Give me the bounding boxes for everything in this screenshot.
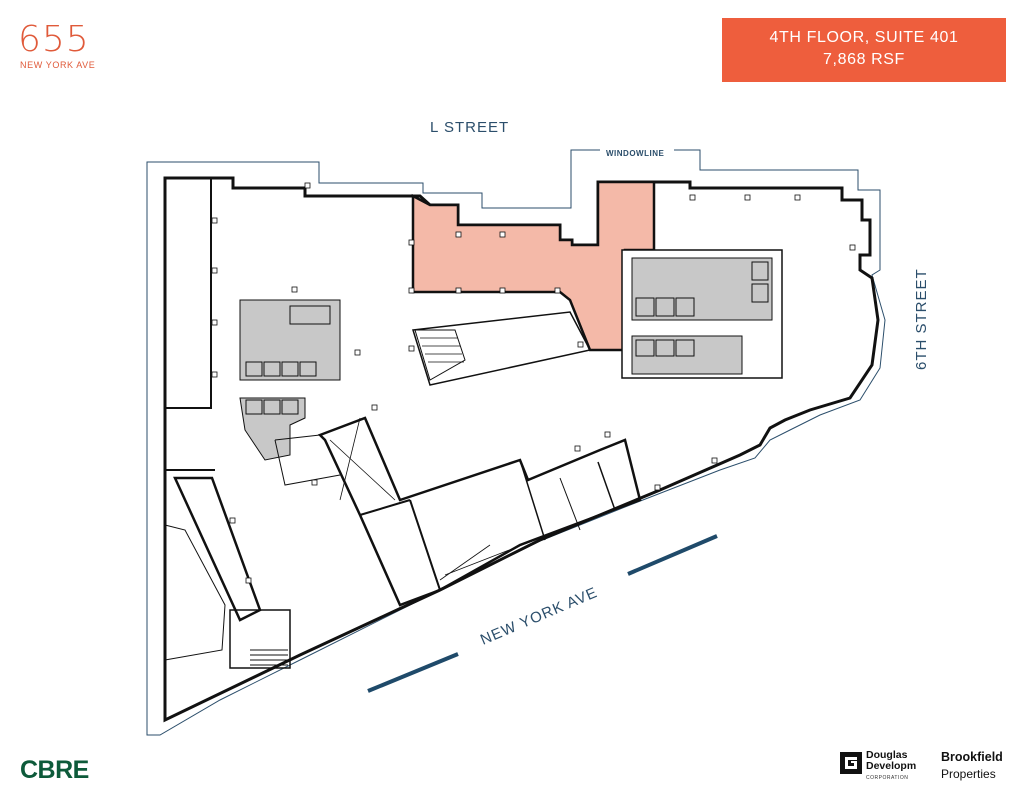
brookfield-logo-line2: Properties xyxy=(941,767,996,781)
building-logo-number: 655 xyxy=(18,19,90,60)
west-core-elevators xyxy=(245,305,331,377)
southwest-stair-treads xyxy=(250,649,288,666)
south-rooms xyxy=(317,416,642,607)
windowline-label: WINDOWLINE xyxy=(606,149,664,158)
central-stair xyxy=(414,329,466,381)
douglas-corporation-label: CORPORATION xyxy=(866,775,909,781)
structural-columns xyxy=(211,182,856,584)
new-york-ave-bar-lower xyxy=(367,652,459,693)
suite-401-area xyxy=(411,180,656,352)
douglas-line2: Developm xyxy=(866,760,917,772)
street-label-north: L STREET xyxy=(430,119,509,136)
douglas-development-mark-icon xyxy=(840,752,862,774)
west-stair-elevators xyxy=(245,399,299,415)
core-elevator-block xyxy=(631,257,773,321)
suite-floor-label: 4TH FLOOR, SUITE 401 xyxy=(769,29,959,46)
douglas-development-logo: Douglas Developm xyxy=(866,750,916,772)
street-label-east: 6TH STREET xyxy=(913,268,930,370)
new-york-ave-bar-upper xyxy=(627,534,718,576)
building-logo-subtitle: NEW YORK AVE xyxy=(20,60,96,70)
brookfield-logo-line1: Brookfield xyxy=(941,750,1003,764)
suite-info-box: 4TH FLOOR, SUITE 401 7,868 RSF xyxy=(722,18,1006,82)
southwest-partition xyxy=(164,524,226,661)
douglas-line1: Douglas xyxy=(866,749,908,761)
west-wing-wall xyxy=(164,177,212,409)
southwest-stair xyxy=(229,609,291,669)
core-elevator-cabs xyxy=(635,261,769,357)
cbre-logo: CBRE xyxy=(20,756,89,784)
central-diagonal-wall xyxy=(412,311,592,386)
street-label-south: NEW YORK AVE xyxy=(478,584,600,649)
core-stair-block xyxy=(631,335,743,375)
suite-rsf-label: 7,868 RSF xyxy=(823,51,905,68)
